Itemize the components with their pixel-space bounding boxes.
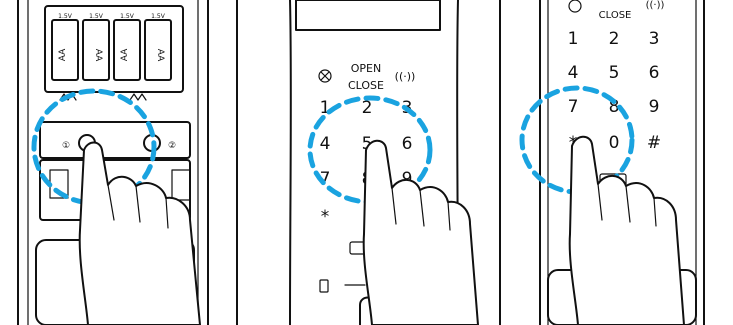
panel-battery-compartment: 1.5V AA 1.5V AA 1.5V AA 1.5V AA ① ② xyxy=(17,0,209,325)
key-6[interactable]: 6 xyxy=(402,134,413,154)
pointing-hand xyxy=(362,139,479,325)
key-7[interactable]: 7 xyxy=(568,97,579,117)
key-star[interactable]: * xyxy=(321,207,330,227)
key-5[interactable]: 5 xyxy=(362,134,373,154)
key-5[interactable]: 5 xyxy=(609,63,620,83)
svg-text:AA: AA xyxy=(120,48,130,61)
panel-keypad-open-close: OPEN CLOSE ((·)) 1 2 3 4 5 6 7 8 9 * 9V xyxy=(289,0,479,325)
key-4[interactable]: 4 xyxy=(568,63,579,83)
close-icon xyxy=(568,0,582,13)
key-4[interactable]: 4 xyxy=(320,134,331,154)
battery-3: 1.5V AA xyxy=(113,13,141,81)
svg-text:①: ① xyxy=(62,141,70,151)
svg-text:CLOSE: CLOSE xyxy=(348,79,384,92)
key-1[interactable]: 1 xyxy=(568,29,579,49)
key-9[interactable]: 9 xyxy=(649,97,660,117)
svg-text:1.5V: 1.5V xyxy=(58,13,73,20)
battery-4: 1.5V AA xyxy=(144,13,172,81)
svg-text:1.5V: 1.5V xyxy=(89,13,104,20)
svg-text:1.5V: 1.5V xyxy=(120,13,135,20)
battery-1: 1.5V AA xyxy=(51,13,79,81)
close-icon xyxy=(318,69,332,83)
key-3[interactable]: 3 xyxy=(649,29,660,49)
wireless-icon: ((·)) xyxy=(395,70,416,83)
key-1[interactable]: 1 xyxy=(320,98,331,118)
pointing-hand xyxy=(78,141,201,325)
svg-text:OPEN: OPEN xyxy=(351,62,381,75)
svg-text:AA: AA xyxy=(93,49,103,62)
svg-text:1.5V: 1.5V xyxy=(151,13,166,20)
key-hash[interactable]: # xyxy=(647,133,661,153)
battery-2: 1.5V AA xyxy=(82,13,110,81)
battery-icon xyxy=(319,279,329,293)
key-6[interactable]: 6 xyxy=(649,63,660,83)
wireless-icon: ((·)) xyxy=(646,0,665,11)
svg-text:CLOSE: CLOSE xyxy=(599,10,632,21)
switch-plate xyxy=(39,121,191,159)
key-8[interactable]: 8 xyxy=(609,97,620,117)
panel-keypad-close: CLOSE ((·)) 1 2 3 4 5 6 7 8 9 * 0 # xyxy=(519,0,705,325)
svg-text:②: ② xyxy=(168,141,176,151)
key-2[interactable]: 2 xyxy=(362,98,373,118)
svg-text:AA: AA xyxy=(155,49,165,62)
key-7[interactable]: 7 xyxy=(320,169,331,189)
svg-text:AA: AA xyxy=(58,48,68,61)
key-0[interactable]: 0 xyxy=(609,133,620,153)
key-2[interactable]: 2 xyxy=(609,29,620,49)
